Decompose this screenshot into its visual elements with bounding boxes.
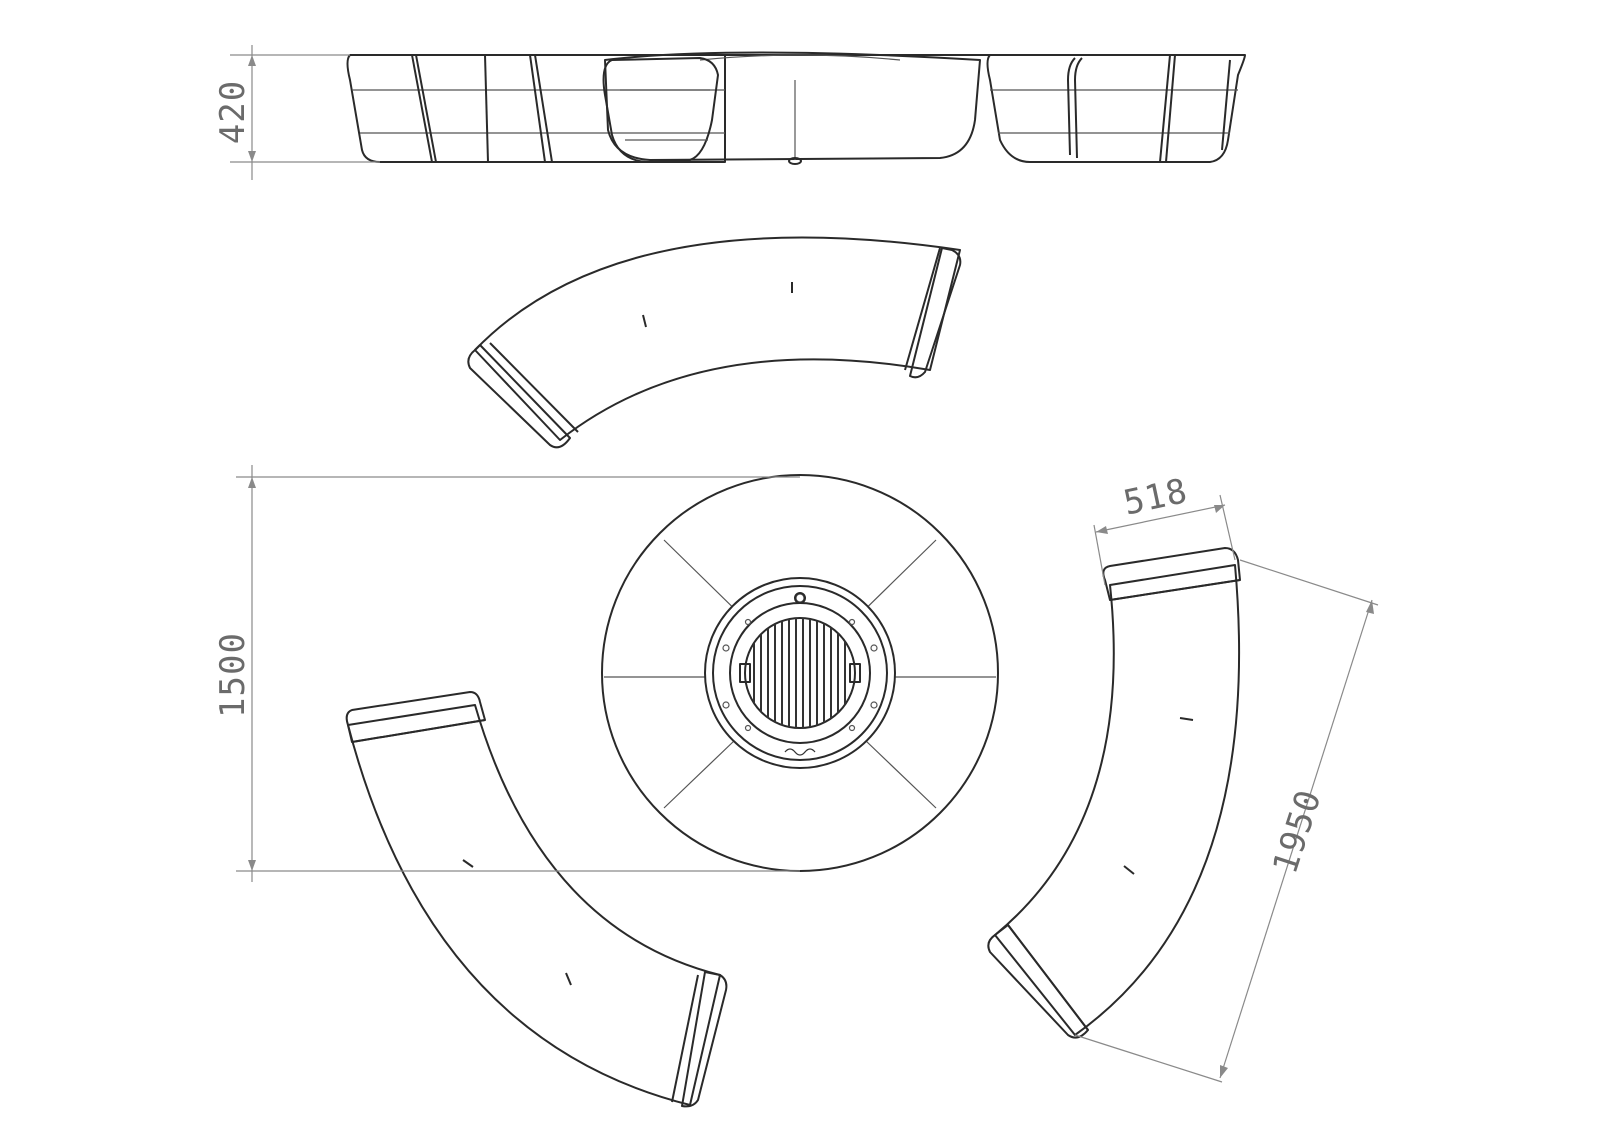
bench-length-dimension: 1950 [1074, 559, 1379, 1083]
height-dimension-label: 420 [213, 80, 253, 144]
plan-view [345, 236, 1241, 1108]
elevation-left-bench [346, 54, 726, 163]
diameter-dimension-label: 1500 [213, 632, 253, 718]
grill-grate [739, 617, 861, 729]
plan-bench-bottom-right [987, 547, 1241, 1039]
seat-depth-dimension-label: 518 [1120, 471, 1191, 524]
elevation-fire-table [604, 51, 981, 161]
elevation-right-bench [986, 54, 1246, 163]
height-dimension: 420 [213, 45, 380, 180]
plan-fire-pit-table [601, 474, 999, 872]
diameter-dimension: 1500 [213, 465, 800, 882]
bench-length-dimension-label: 1950 [1265, 785, 1330, 879]
plan-bench-bottom-left [345, 691, 728, 1108]
plan-bench-top [467, 236, 962, 449]
side-elevation-view [346, 51, 1246, 165]
brand-logo-icon [784, 748, 816, 756]
